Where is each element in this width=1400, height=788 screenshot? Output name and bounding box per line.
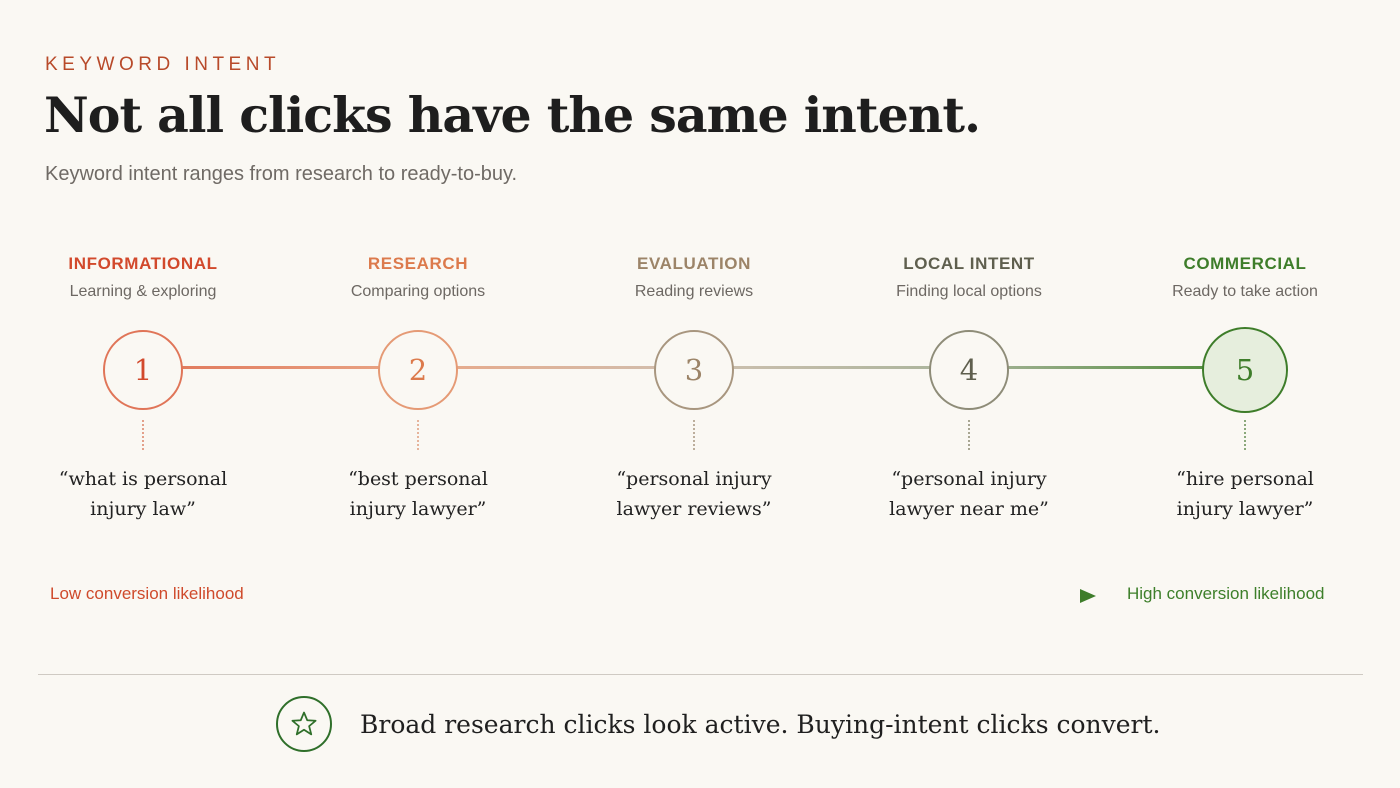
arrowhead-icon (1080, 589, 1096, 603)
stage-informational: INFORMATIONAL Learning & exploring 1 “wh… (13, 252, 273, 524)
stage-description: Comparing options (350, 283, 486, 300)
stage-number-circle: 4 (929, 330, 1009, 410)
stage-evaluation: EVALUATION Reading reviews 3 “personal i… (564, 252, 824, 524)
footer-callout: Broad research clicks look active. Buyin… (276, 696, 1161, 752)
conversion-arrow (305, 589, 1096, 603)
stage-query: “hire personal injury lawyer” (1176, 468, 1314, 520)
high-conversion-label: High conversion likelihood (1127, 584, 1325, 603)
stage-description: Reading reviews (634, 283, 754, 300)
stage-query: “personal injury lawyer reviews” (616, 468, 772, 520)
connector-dots (142, 420, 144, 450)
stage-name: EVALUATION (637, 254, 751, 273)
stage-number-circle: 1 (103, 330, 183, 410)
star-icon (276, 696, 332, 752)
stage-description: Ready to take action (1172, 283, 1318, 300)
stage-local-intent: LOCAL INTENT Finding local options 4 “pe… (839, 252, 1099, 524)
stage-number-circle: 5 (1202, 327, 1288, 413)
stage-name: LOCAL INTENT (903, 254, 1035, 273)
page-title: Not all clicks have the same intent. (44, 86, 981, 144)
footer-text: Broad research clicks look active. Buyin… (360, 709, 1161, 739)
intent-timeline: INFORMATIONAL Learning & exploring 1 “wh… (13, 252, 1375, 524)
stage-number-circle: 3 (654, 330, 734, 410)
stage-query: “personal injury lawyer near me” (889, 468, 1049, 520)
connector-dots (417, 420, 419, 450)
stage-research: RESEARCH Comparing options 2 “best perso… (288, 252, 548, 524)
connector-dots (968, 420, 970, 450)
stage-name: COMMERCIAL (1183, 254, 1307, 273)
stage-commercial: COMMERCIAL Ready to take action 5 “hire … (1115, 252, 1375, 524)
stage-query: “what is personal injury law” (58, 468, 228, 520)
stage-number-circle: 2 (378, 330, 458, 410)
subtitle: Keyword intent ranges from research to r… (45, 163, 518, 185)
connector-dots (1244, 420, 1246, 450)
divider (38, 674, 1363, 675)
stage-name: RESEARCH (367, 254, 469, 273)
stage-query: “best personal injury lawyer” (348, 468, 488, 520)
eyebrow: KEYWORD INTENT (45, 54, 281, 75)
low-conversion-label: Low conversion likelihood (50, 584, 244, 603)
stage-description: Learning & exploring (69, 283, 217, 300)
stage-name: INFORMATIONAL (68, 254, 218, 273)
stage-description: Finding local options (896, 283, 1042, 300)
connector-dots (693, 420, 695, 450)
